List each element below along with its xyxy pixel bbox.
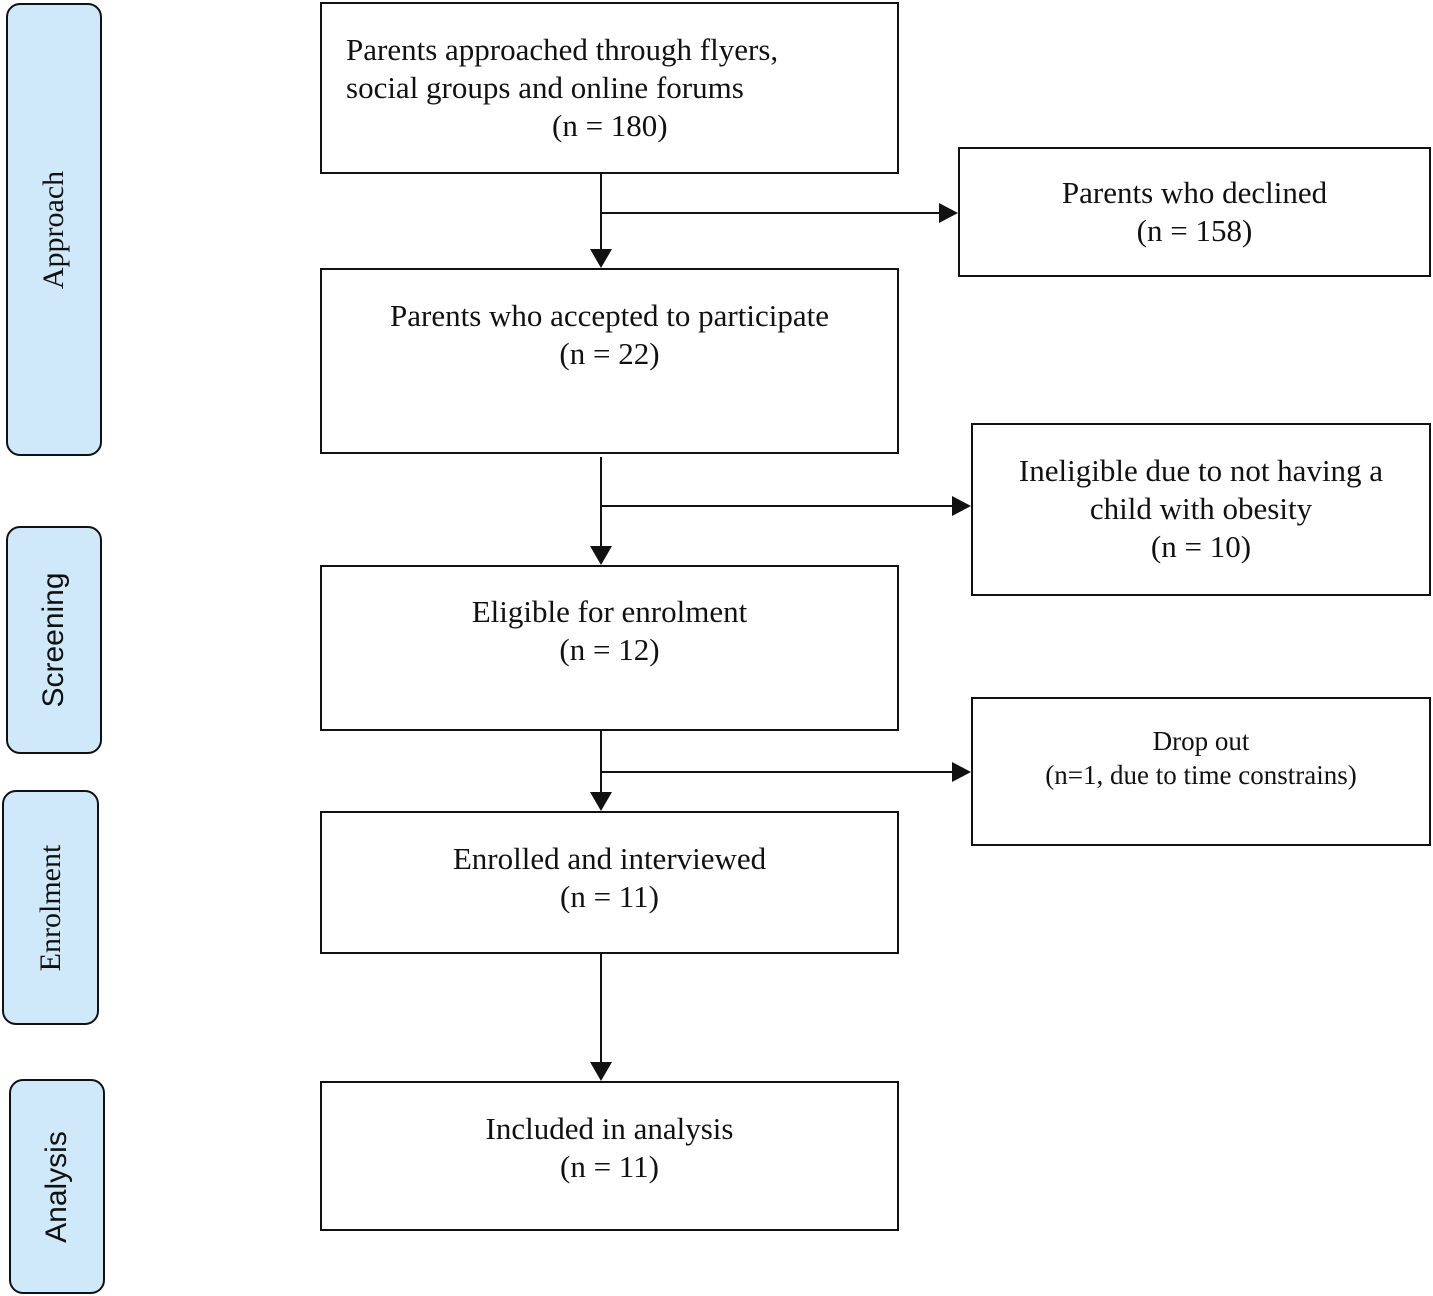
- eligible-box: Eligible for enrolment (n = 12): [320, 565, 899, 731]
- declined-box: Parents who declined (n = 158): [958, 147, 1431, 277]
- declined-line1: Parents who declined: [1061, 175, 1328, 210]
- stage-analysis: Analysis: [9, 1079, 105, 1294]
- analysis-box: Included in analysis (n = 11): [320, 1081, 899, 1231]
- accepted-line1: Parents who accepted to participate: [390, 298, 829, 333]
- dropout-line2: (n=1, due to time constrains): [1045, 760, 1357, 790]
- accepted-count: (n = 22): [559, 336, 660, 371]
- enrolled-box: Enrolled and interviewed (n = 11): [320, 811, 899, 954]
- enrolled-line1: Enrolled and interviewed: [452, 841, 767, 876]
- approached-line2: social groups and online forums: [346, 70, 744, 105]
- approached-box: Parents approached through flyers, socia…: [320, 2, 899, 174]
- eligible-line1: Eligible for enrolment: [471, 594, 748, 629]
- stage-enrolment: Enrolment: [2, 790, 99, 1025]
- declined-count: (n = 158): [1136, 213, 1253, 248]
- arrowhead-eligible: [590, 546, 612, 565]
- eligible-count: (n = 12): [559, 632, 660, 667]
- arrowhead-accepted: [590, 249, 612, 268]
- arrowhead-declined: [939, 203, 958, 223]
- ineligible-box: Ineligible due to not having a child wit…: [971, 423, 1431, 596]
- approached-line1: Parents approached through flyers,: [346, 32, 779, 67]
- arrowhead-enrolled: [590, 792, 612, 811]
- arrowhead-dropout: [952, 762, 971, 782]
- dropout-box: Drop out (n=1, due to time constrains): [971, 697, 1431, 846]
- stage-approach: Approach: [6, 3, 102, 456]
- accepted-box: Parents who accepted to participate (n =…: [320, 268, 899, 454]
- arrowhead-ineligible: [952, 496, 971, 516]
- ineligible-count: (n = 10): [1150, 529, 1252, 564]
- analysis-line1: Included in analysis: [485, 1111, 734, 1146]
- approached-count: (n = 180): [552, 108, 668, 143]
- ineligible-line1: Ineligible due to not having a: [1018, 453, 1384, 488]
- analysis-count: (n = 11): [560, 1149, 659, 1184]
- arrowhead-analysis: [590, 1062, 612, 1081]
- dropout-line1: Drop out: [1152, 726, 1250, 756]
- enrolled-count: (n = 11): [560, 879, 659, 914]
- stage-screening: Screening: [6, 526, 102, 754]
- ineligible-line2: child with obesity: [1089, 491, 1313, 526]
